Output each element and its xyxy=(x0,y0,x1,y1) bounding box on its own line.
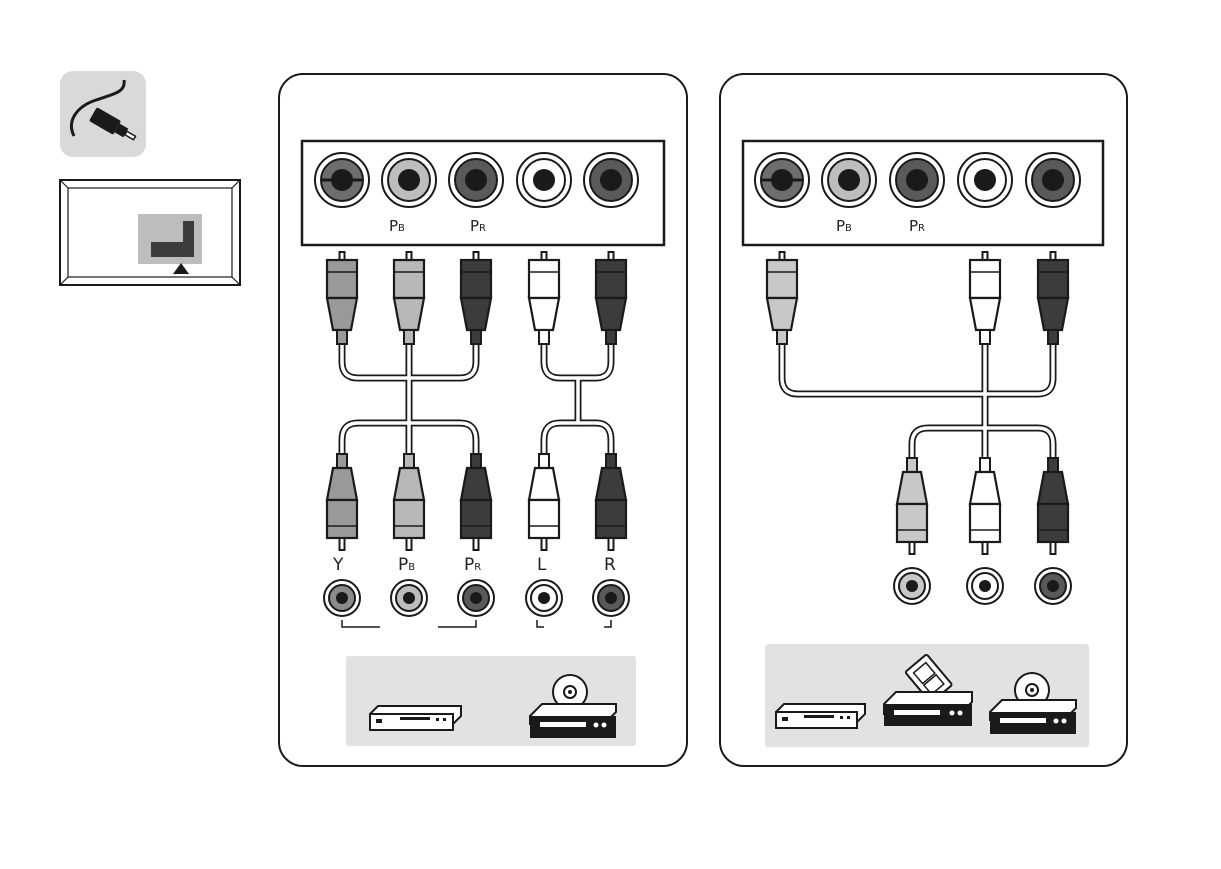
tv-jack-audio-l xyxy=(517,153,571,207)
tv-connector-panel-right: PB PR xyxy=(743,141,1103,245)
tv-jack-pr xyxy=(449,153,503,207)
tv-jack-audio-l xyxy=(958,153,1012,207)
dvd-recorder-icon xyxy=(776,704,865,728)
device-panel-right xyxy=(765,644,1089,747)
tv-jack-y xyxy=(315,153,369,207)
tv-jack-audio-r xyxy=(1026,153,1080,207)
device-label-l: L xyxy=(537,555,547,575)
device-label-r: R xyxy=(604,555,616,575)
tv-jack-pb xyxy=(822,153,876,207)
device-label-y: Y xyxy=(332,555,344,575)
cable-plug-icon xyxy=(60,71,146,157)
tv-jack-audio-r xyxy=(584,153,638,207)
dvd-recorder-icon xyxy=(370,706,461,730)
tv-jack-pb xyxy=(382,153,436,207)
tv-jack-y xyxy=(755,153,809,207)
device-jacks-right xyxy=(894,568,1071,604)
tv-connector-panel: PB PR xyxy=(302,141,664,245)
device-panel xyxy=(346,656,636,746)
panel-left: PB PR xyxy=(279,74,687,766)
panel-right: PB PR xyxy=(720,74,1127,766)
tv-input-icon xyxy=(60,180,240,285)
tv-jack-pr xyxy=(890,153,944,207)
